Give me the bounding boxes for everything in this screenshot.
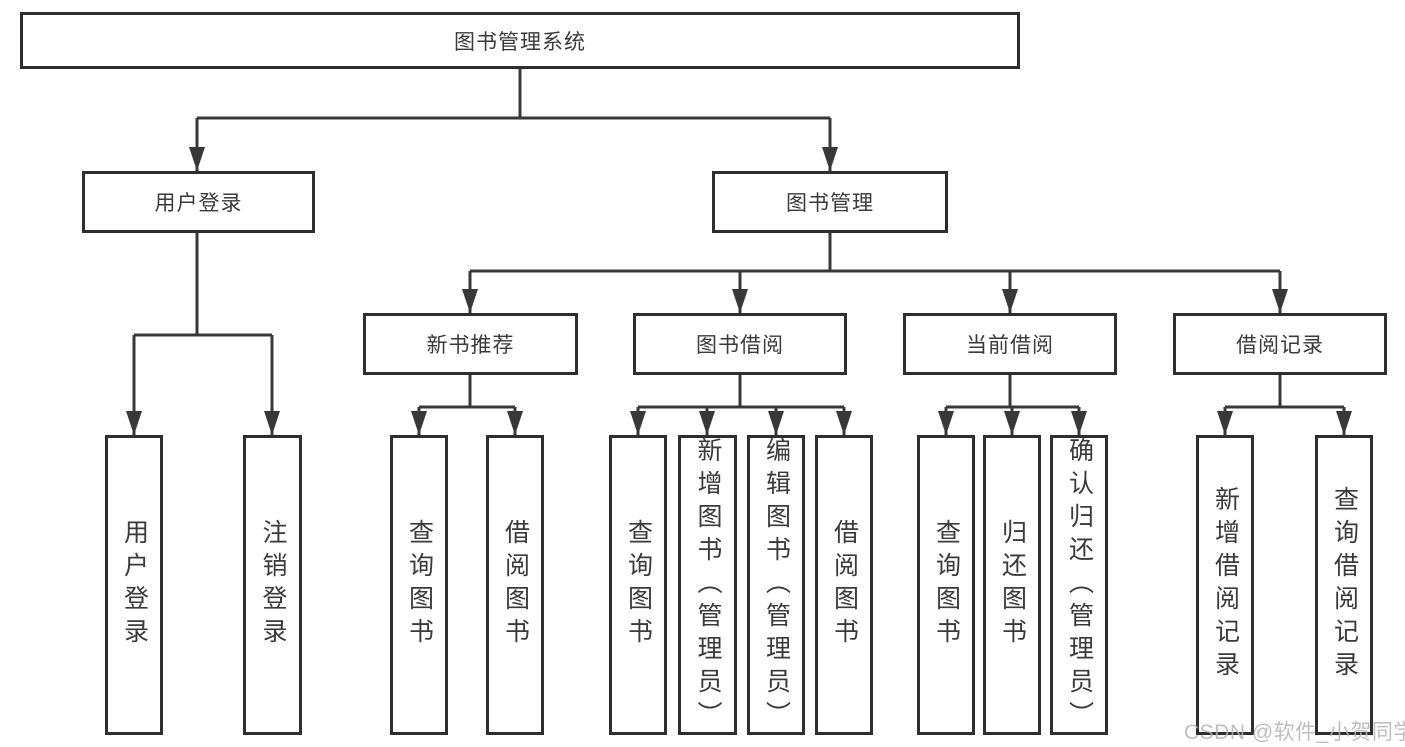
node-current-borrow: 当前借阅 (903, 313, 1117, 375)
leaf-label: 用户登录 (120, 519, 149, 651)
node-root: 图书管理系统 (20, 12, 1020, 69)
leaf-label: 新增借阅记录 (1211, 486, 1240, 684)
leaf-label: 借阅图书 (830, 519, 859, 651)
leaf-label: 借阅图书 (501, 519, 530, 651)
leaf-newbook-borrow-books: 借阅图书 (486, 435, 544, 735)
node-book-borrow: 图书借阅 (633, 313, 847, 375)
leaf-bookborrow-query-books: 查询图书 (609, 435, 667, 735)
node-user-login: 用户登录 (82, 171, 315, 233)
leaf-label: 编辑图书（管理员） (762, 436, 791, 734)
connector-borrow-records-to-leaves (1217, 375, 1352, 435)
leaf-label: 确认归还（管理员） (1065, 436, 1094, 734)
leaf-label: 查询图书 (405, 519, 434, 651)
leaf-label: 注销登录 (259, 519, 287, 651)
leaf-current-return-books: 归还图书 (983, 435, 1041, 735)
leaf-user-login: 用户登录 (105, 435, 163, 735)
connector-root-to-level2 (189, 68, 838, 171)
csdn-watermark: CSDN @软件_小贺同学 (1184, 721, 1405, 744)
connector-user-login-to-leaves (126, 233, 280, 435)
connector-new-book-recommend-to-leaves (411, 375, 523, 435)
leaf-records-add-borrow-record: 新增借阅记录 (1196, 435, 1254, 735)
leaf-current-confirm-return-admin: 确认归还（管理员） (1050, 435, 1108, 735)
node-book-management: 图书管理 (712, 171, 948, 233)
leaf-bookborrow-add-books-admin: 新增图书（管理员） (678, 435, 737, 735)
connector-book-borrow-to-leaves (630, 375, 852, 435)
node-borrow-records: 借阅记录 (1173, 313, 1387, 375)
connector-book-management-to-level3 (462, 233, 1288, 313)
leaf-label: 查询图书 (932, 519, 961, 651)
leaf-logout-login: 注销登录 (243, 435, 302, 735)
leaf-records-query-borrow-record: 查询借阅记录 (1315, 435, 1373, 735)
node-new-book-recommend: 新书推荐 (363, 313, 578, 375)
leaf-current-query-books: 查询图书 (917, 435, 975, 735)
leaf-label: 新增图书（管理员） (694, 436, 722, 734)
connector-current-borrow-to-leaves (938, 375, 1087, 435)
leaf-bookborrow-borrow-books: 借阅图书 (815, 435, 873, 735)
leaf-label: 查询借阅记录 (1330, 486, 1359, 684)
leaf-newbook-query-books: 查询图书 (390, 435, 448, 735)
leaf-label: 归还图书 (998, 519, 1027, 651)
leaf-label: 查询图书 (624, 519, 653, 651)
leaf-bookborrow-edit-books-admin: 编辑图书（管理员） (747, 435, 805, 735)
